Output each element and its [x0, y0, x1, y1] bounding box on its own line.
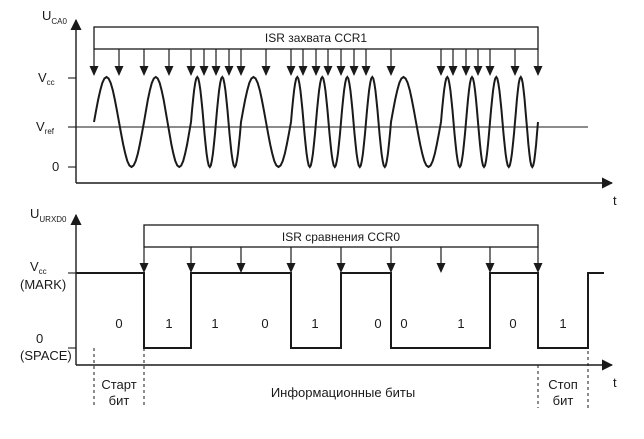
bit-value: 0: [115, 316, 122, 331]
top-y-label: UCA0: [42, 8, 68, 26]
capture-arrows: [89, 49, 543, 76]
bit-value: 1: [211, 316, 218, 331]
capture-arrow-head: [298, 66, 308, 76]
capture-arrow-head: [533, 66, 543, 76]
bit-value: 0: [509, 316, 516, 331]
capture-arrow-head: [461, 66, 471, 76]
bottom-vcc-label: Vcc: [30, 259, 47, 276]
capture-arrow-head: [286, 66, 296, 76]
isr-capture-label: ISR захвата CCR1: [265, 31, 368, 45]
compare-arrow-head: [286, 263, 296, 273]
capture-arrow-head: [473, 66, 483, 76]
bottom-space-label: (SPACE): [20, 348, 72, 363]
bit-value: 1: [311, 316, 318, 331]
compare-arrow-head: [436, 263, 446, 273]
bottom-zero-label: 0: [36, 331, 43, 346]
compare-arrow-head: [533, 263, 543, 273]
capture-arrow-head: [261, 66, 271, 76]
capture-arrow-head: [386, 66, 396, 76]
top-vcc-label: Vcc: [38, 70, 55, 87]
compare-arrow-head: [236, 263, 246, 273]
analog-signal: [93, 75, 539, 169]
compare-arrows: [139, 247, 543, 273]
digital-signal: [76, 272, 604, 349]
top-vref-label: Vref: [36, 119, 55, 136]
top-panel: UCA0 t Vcc Vref 0 ISR захвата CCR1: [36, 8, 617, 208]
bit-value: 1: [457, 316, 464, 331]
top-zero-label: 0: [52, 159, 59, 174]
compare-arrow-head: [139, 263, 149, 273]
isr-compare-label: ISR сравнения CCR0: [282, 230, 401, 244]
capture-arrow-head: [323, 66, 333, 76]
capture-arrow-head: [361, 66, 371, 76]
capture-arrow-head: [448, 66, 458, 76]
bottom-mark-label: (MARK): [20, 277, 66, 292]
compare-arrow-head: [386, 263, 396, 273]
capture-arrow-head: [199, 66, 209, 76]
capture-arrow-head: [510, 66, 520, 76]
capture-arrow-head: [485, 66, 495, 76]
bit-value: 0: [261, 316, 268, 331]
bit-values: 0 1 1 0 1 0 0 1 0 1: [115, 316, 566, 331]
capture-arrow-head: [89, 66, 99, 76]
capture-arrow-head: [336, 66, 346, 76]
bit-value: 1: [165, 316, 172, 331]
bit-value: 1: [559, 316, 566, 331]
capture-arrow-head: [114, 66, 124, 76]
bit-value: 0: [400, 316, 407, 331]
compare-arrow-head: [336, 263, 346, 273]
bottom-y-label: UURXD0: [30, 206, 67, 224]
capture-arrow-head: [139, 66, 149, 76]
bit-value: 0: [374, 316, 381, 331]
compare-arrow-head: [485, 263, 495, 273]
capture-arrow-head: [436, 66, 446, 76]
stop-bit-label-line2: бит: [553, 393, 574, 408]
bottom-t-label: t: [613, 375, 617, 390]
top-t-label: t: [613, 193, 617, 208]
capture-arrow-head: [349, 66, 359, 76]
capture-arrow-head: [236, 66, 246, 76]
start-bit-label-line2: бит: [109, 393, 130, 408]
data-bits-label: Информационные биты: [271, 385, 415, 400]
capture-arrow-head: [186, 66, 196, 76]
capture-arrow-head: [164, 66, 174, 76]
compare-arrow-head: [186, 263, 196, 273]
capture-arrow-head: [224, 66, 234, 76]
capture-arrow-head: [311, 66, 321, 76]
start-bit-label-line1: Старт: [101, 377, 136, 392]
bottom-panel: UURXD0 t Vcc (MARK) 0 (SPACE) ISR сравне…: [20, 206, 617, 408]
stop-bit-label-line1: Стоп: [548, 377, 577, 392]
capture-arrow-head: [211, 66, 221, 76]
